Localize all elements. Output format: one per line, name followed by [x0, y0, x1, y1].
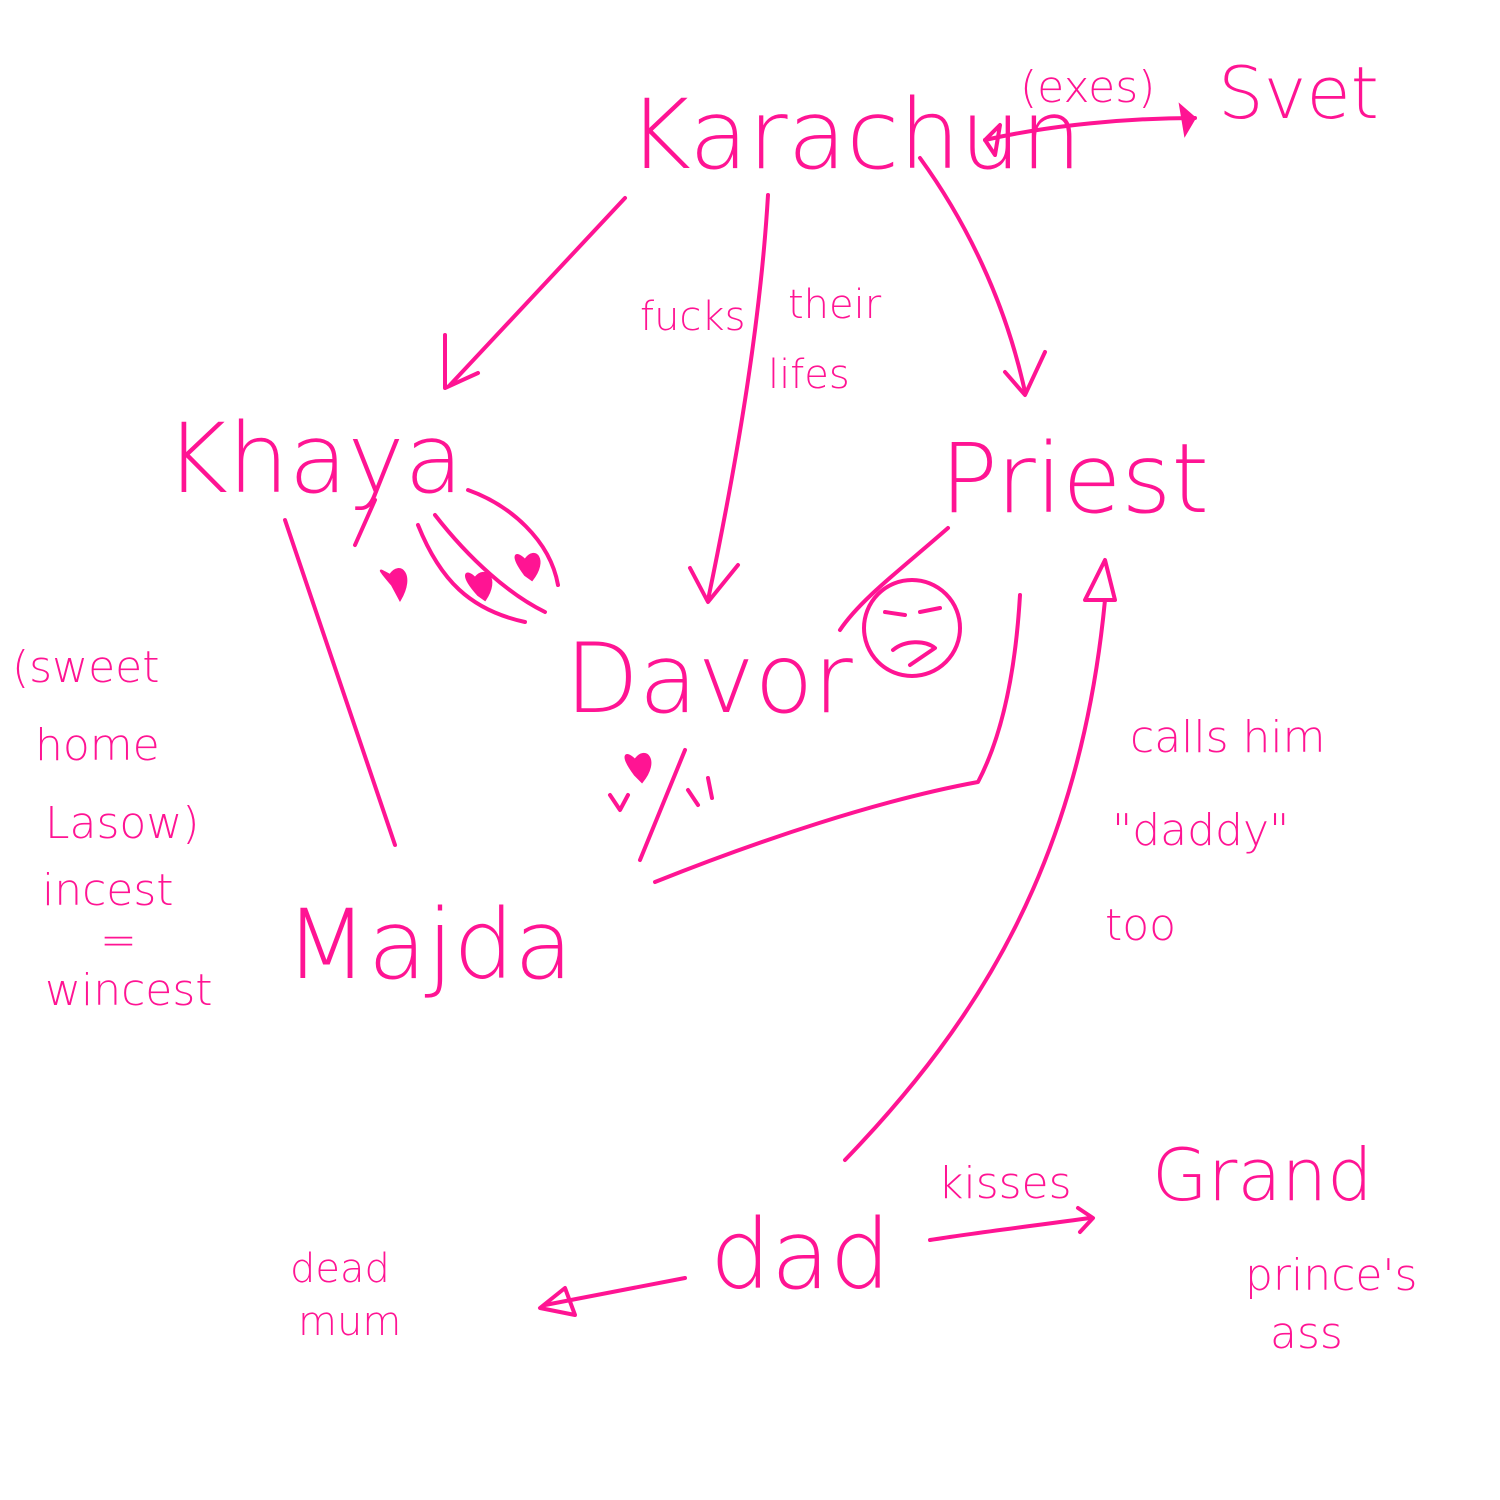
node-grand: Grand	[1152, 1133, 1373, 1217]
node-priest: Priest	[940, 423, 1209, 535]
edge-khaya-davor-loop2	[416, 523, 527, 624]
arrowhead-svet-side	[1178, 102, 1197, 138]
label-too: too	[1105, 900, 1176, 951]
node-dead: dead	[290, 1246, 390, 1292]
node-svet: Svet	[1218, 51, 1379, 135]
edge-dad-prince	[928, 1216, 1092, 1242]
label-equals: =	[100, 915, 137, 966]
label-wincest: wincest	[45, 965, 213, 1016]
edge-karachun-priest	[918, 156, 1027, 394]
node-princes: prince's	[1245, 1250, 1417, 1301]
heart-icon-2	[465, 571, 493, 602]
heart-icon-4	[624, 753, 652, 784]
node-dad: dad	[710, 1199, 891, 1311]
label-calls-him: calls him	[1130, 712, 1326, 763]
node-majda: Majda	[285, 889, 573, 1001]
edge-khaya-davor-loop3	[433, 513, 547, 614]
edge-khaya-davor-loop	[353, 498, 377, 547]
label-daddy: "daddy"	[1112, 805, 1289, 856]
node-karachun: Karachun	[628, 79, 1082, 191]
label-exes: (exes)	[1020, 62, 1155, 113]
heart-icon-5	[608, 776, 714, 812]
edge-khaya-majda	[283, 518, 397, 847]
arrowhead-mum	[538, 1286, 577, 1317]
edge-davor-majda	[638, 748, 687, 862]
node-davor: Davor	[565, 623, 853, 735]
label-kisses: kisses	[938, 1158, 1072, 1209]
angry-face-icon	[862, 578, 962, 678]
arrowhead-karachun-side	[983, 123, 1002, 157]
arrowhead-prince	[1076, 1206, 1095, 1234]
node-mum: mum	[298, 1299, 401, 1345]
edge-karachun-khaya	[448, 196, 627, 387]
edge-priest-majda	[653, 593, 1022, 884]
node-ass: ass	[1270, 1308, 1343, 1359]
label-sweet: (sweet	[12, 642, 159, 693]
edge-priest-davor	[838, 526, 950, 632]
label-their: their	[788, 282, 882, 328]
label-lasow: Lasow)	[45, 798, 199, 849]
arrowhead-khaya	[443, 333, 480, 390]
arrowhead-davor	[688, 563, 740, 604]
edge-dad-priest	[843, 598, 1107, 1162]
angry-face-mouth	[891, 640, 937, 667]
label-home: home	[35, 720, 160, 771]
edge-khaya-davor-loop4	[466, 488, 560, 587]
edge-karachun-svet	[983, 116, 1197, 142]
label-lifes: lifes	[768, 352, 850, 398]
angry-face-brow	[883, 606, 942, 617]
node-khaya: Khaya	[165, 403, 463, 515]
label-incest: incest	[42, 865, 174, 916]
arrowhead-priest-from-dad	[1083, 558, 1117, 602]
heart-icon-1	[379, 568, 408, 603]
arrowhead-priest	[1003, 350, 1047, 397]
label-fucks: fucks	[640, 294, 745, 340]
heart-icon-3	[514, 552, 541, 582]
edge-karachun-davor	[706, 193, 770, 602]
